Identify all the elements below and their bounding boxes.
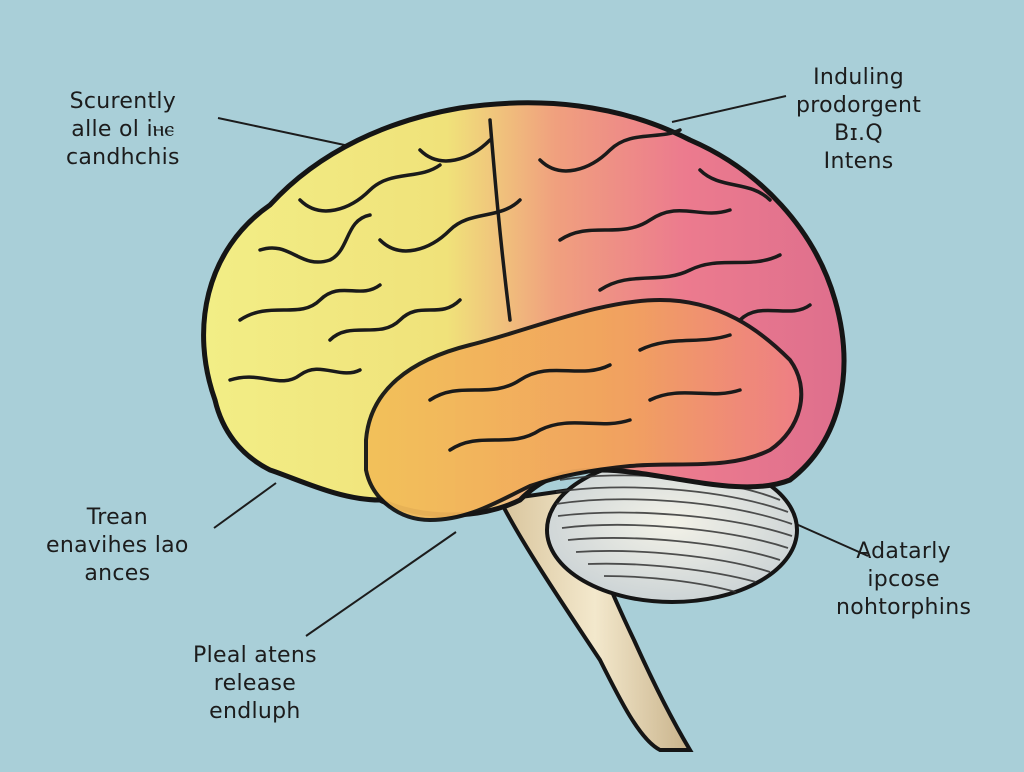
cerebellum bbox=[545, 456, 799, 604]
label-line: endluph bbox=[209, 699, 301, 724]
label-line: Induling bbox=[813, 65, 904, 90]
label-mid-left: Trean enavihes lao ances bbox=[46, 504, 189, 588]
label-line: Pleal atens bbox=[193, 643, 317, 668]
leader-lines bbox=[213, 95, 869, 637]
label-line: nohtorphins bbox=[836, 595, 972, 620]
label-mid-right: Adatarly ipcose nohtorphins bbox=[836, 538, 971, 622]
label-line: candhchis bbox=[66, 145, 180, 170]
label-line: Scurently bbox=[69, 89, 177, 114]
leader-line-mid-right bbox=[786, 519, 869, 557]
sulci bbox=[228, 118, 812, 452]
label-line: ances bbox=[84, 561, 151, 586]
temporal-lobe bbox=[364, 297, 804, 523]
label-top-left: Scurently alle ol iⲏⲉ candhchis bbox=[66, 88, 180, 172]
label-line: ipcose bbox=[867, 567, 940, 592]
label-top-right: Induling prodorgent Bɪ.Q Intens bbox=[796, 64, 921, 176]
leader-line-mid-left bbox=[213, 482, 277, 529]
leader-line-bottom-left bbox=[305, 531, 457, 637]
label-bottom-left: Pleal atens release endluph bbox=[193, 642, 317, 726]
label-line: alle ol iⲏⲉ bbox=[71, 117, 175, 142]
label-line: enavihes lao bbox=[46, 533, 189, 558]
label-line: Bɪ.Q bbox=[834, 121, 883, 146]
leader-line-top-left bbox=[217, 117, 369, 151]
label-line: Intens bbox=[823, 149, 894, 174]
label-line: Trean bbox=[86, 505, 148, 530]
label-line: Adatarly bbox=[856, 539, 951, 564]
label-line: prodorgent bbox=[796, 93, 922, 118]
label-line: release bbox=[213, 671, 297, 696]
leader-line-top-right bbox=[671, 95, 787, 123]
